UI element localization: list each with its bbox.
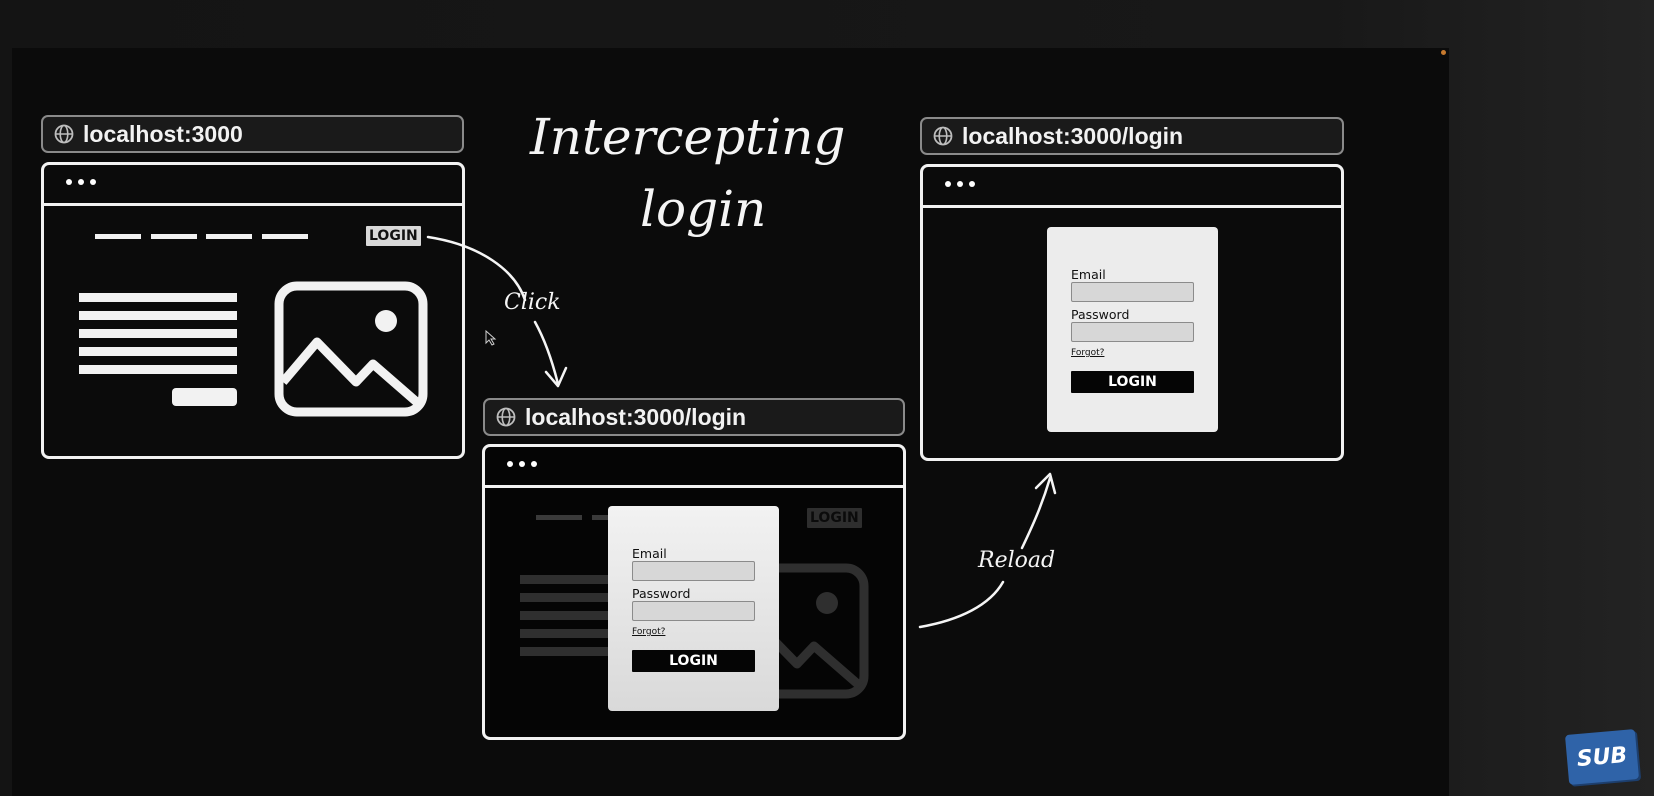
left-browser-window: LOGIN: [41, 162, 465, 459]
reload-arrow: [918, 580, 1005, 629]
password-field[interactable]: [1071, 322, 1194, 342]
window-dots-icon: [945, 181, 975, 187]
nav-link: [206, 234, 252, 239]
forgot-link[interactable]: Forgot?: [1071, 348, 1105, 358]
middle-browser-window: LOGIN Email Password Forgot? LOGIN: [482, 444, 906, 740]
sub-badge: SUB: [1564, 729, 1640, 785]
text-line: [79, 347, 237, 356]
middle-window-titlebar: [485, 447, 903, 488]
page-login-card: Email Password Forgot? LOGIN: [1047, 227, 1218, 432]
login-submit-button[interactable]: LOGIN: [632, 650, 755, 672]
nav-link: [151, 234, 197, 239]
content-button: [172, 388, 237, 406]
text-line: [520, 611, 678, 620]
email-field[interactable]: [1071, 282, 1194, 302]
text-line: [79, 293, 237, 302]
left-url-bar: localhost:3000: [41, 115, 464, 153]
email-label: Email: [1071, 267, 1106, 282]
nav-link: [536, 515, 582, 520]
globe-icon: [54, 124, 74, 144]
left-url-text: localhost:3000: [83, 120, 243, 147]
text-line: [79, 329, 237, 338]
login-button-tag[interactable]: LOGIN: [366, 226, 421, 246]
cursor-icon: [485, 329, 497, 346]
reload-label: Reload: [978, 548, 1056, 573]
background-login-tag: LOGIN: [807, 508, 862, 528]
right-url-bar: localhost:3000/login: [920, 117, 1344, 155]
middle-url-bar: localhost:3000/login: [483, 398, 905, 436]
globe-icon: [496, 407, 516, 427]
text-line: [79, 311, 237, 320]
left-window-titlebar: [44, 165, 462, 206]
right-window-titlebar: [923, 167, 1341, 208]
forgot-link[interactable]: Forgot?: [632, 627, 666, 637]
middle-url-text: localhost:3000/login: [525, 403, 747, 430]
click-arrow-lower: [533, 320, 560, 386]
text-line: [79, 365, 237, 374]
globe-icon: [933, 126, 953, 146]
modal-login-card: Email Password Forgot? LOGIN: [608, 506, 779, 711]
password-label: Password: [1071, 307, 1130, 322]
diagram-title-line2: login: [640, 180, 767, 238]
nav-link: [95, 234, 141, 239]
password-field[interactable]: [632, 601, 755, 621]
arrow-icon: [544, 366, 568, 388]
image-placeholder-icon: [274, 281, 428, 417]
text-line: [520, 647, 678, 656]
login-submit-button[interactable]: LOGIN: [1071, 371, 1194, 393]
right-url-text: localhost:3000/login: [962, 122, 1184, 149]
window-dots-icon: [66, 179, 96, 185]
password-label: Password: [632, 586, 691, 601]
email-label: Email: [632, 546, 667, 561]
text-line: [520, 575, 678, 584]
recording-dot: [1441, 50, 1446, 55]
email-field[interactable]: [632, 561, 755, 581]
diagram-title-line1: Intercepting: [530, 108, 846, 166]
arrow-icon: [1034, 472, 1057, 495]
text-line: [520, 629, 678, 638]
click-arrow: [426, 235, 527, 302]
text-line: [520, 593, 678, 602]
reload-arrow-upper: [1020, 476, 1052, 550]
click-label: Click: [504, 290, 561, 315]
right-browser-window: Email Password Forgot? LOGIN: [920, 164, 1344, 461]
nav-link: [262, 234, 308, 239]
window-dots-icon: [507, 461, 537, 467]
